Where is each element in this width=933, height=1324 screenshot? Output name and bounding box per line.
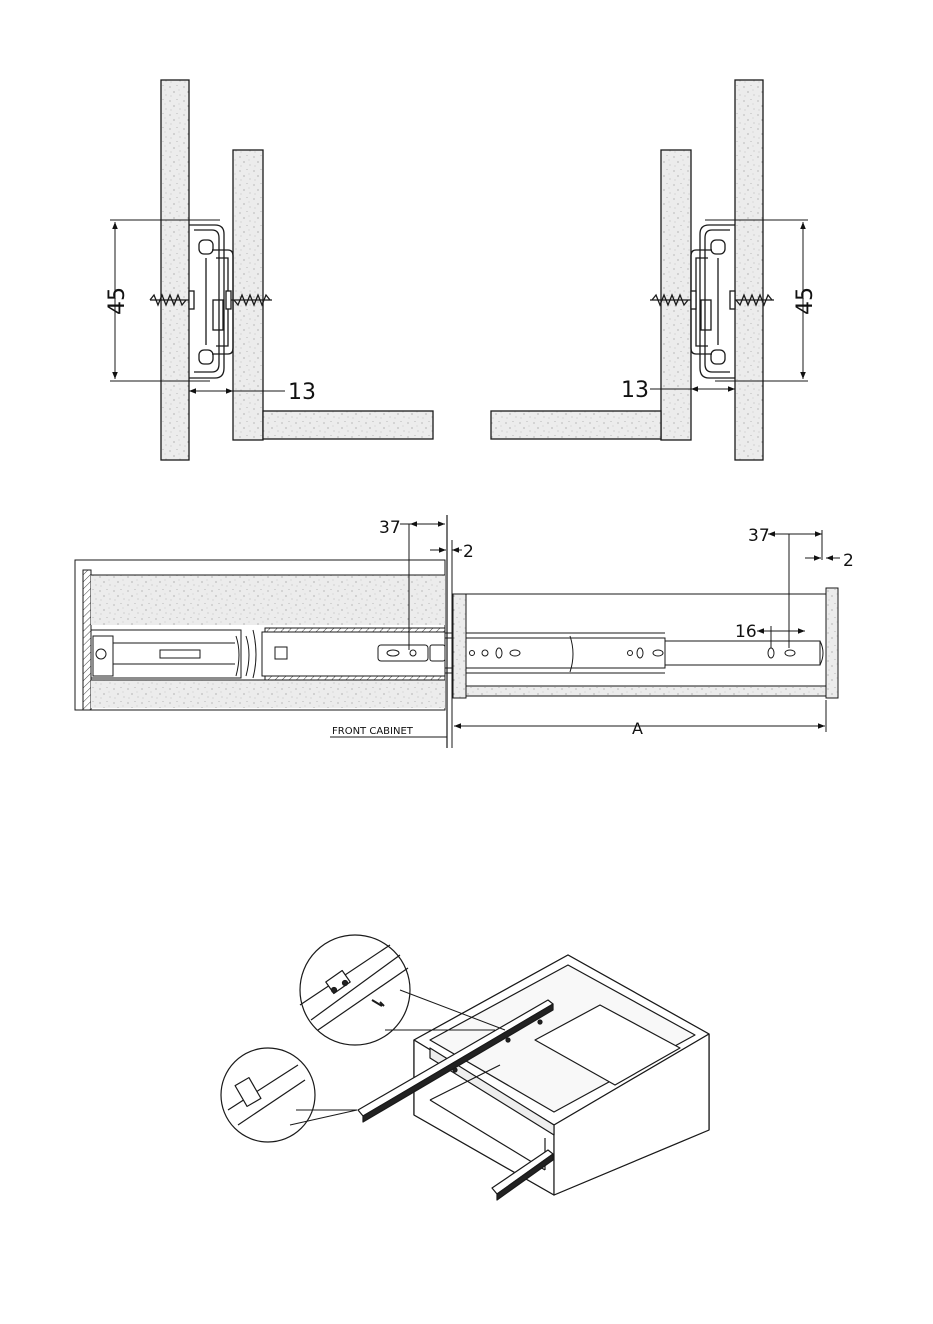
right-drawer-side-panel [661, 150, 691, 440]
drawer-bottom-panel [466, 686, 826, 696]
cabinet-top-area [91, 575, 445, 625]
left-drawer-bottom-panel [263, 411, 433, 439]
left-height-dim-label: 45 [105, 287, 130, 315]
front-offset-dim-label: 37 [379, 518, 401, 538]
drawer-back-panel [826, 588, 838, 698]
front-cabinet-label: FRONT CABINET [332, 726, 414, 737]
rear-gap-dim-label: 2 [843, 551, 854, 571]
rail-rear-section [665, 641, 820, 665]
drawer-front-panel [453, 594, 466, 698]
left-cabinet-side-panel [161, 80, 189, 460]
isometric-view [221, 935, 709, 1200]
cabinet-back-panel [83, 570, 91, 710]
rear-offset-dim-label: 37 [748, 526, 770, 546]
right-cross-section [491, 80, 808, 460]
side-view [75, 515, 840, 748]
cabinet-box [414, 955, 709, 1195]
right-drawer-bottom-panel [491, 411, 661, 439]
cabinet-bottom-area [91, 680, 445, 708]
right-slide-profile [691, 225, 735, 378]
middle-rail [262, 632, 445, 676]
right-gap-dim-label: 13 [621, 378, 649, 403]
length-dim-label: A [632, 719, 643, 738]
right-height-dim-label: 45 [793, 287, 818, 315]
left-cross-section [110, 80, 433, 460]
front-gap-dim-label: 2 [463, 542, 474, 562]
right-cabinet-side-panel [735, 80, 763, 460]
hole-spacing-dim-label: 16 [735, 622, 757, 642]
detail-callout-bottom [221, 1048, 357, 1142]
left-gap-dim-label: 13 [288, 380, 316, 405]
